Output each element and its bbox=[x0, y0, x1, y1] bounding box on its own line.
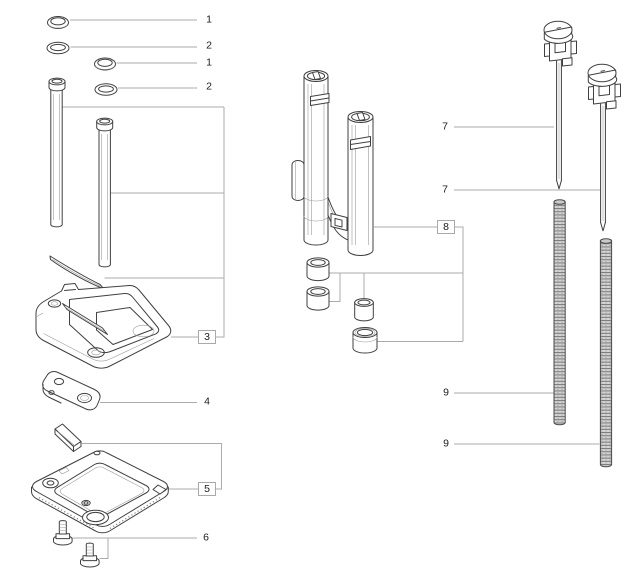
callout-label-1a: 1 bbox=[206, 13, 212, 26]
base-frame bbox=[31, 450, 169, 534]
column-guide-assembly bbox=[291, 70, 374, 256]
spring-blade bbox=[49, 255, 105, 290]
guide-rod-b bbox=[96, 117, 114, 268]
callout-label-7b: 7 bbox=[442, 183, 448, 196]
seal-ring-b bbox=[94, 83, 118, 96]
threaded-rod-b bbox=[599, 238, 613, 468]
callout-label-5: 5 bbox=[198, 482, 216, 496]
magnet-block bbox=[54, 423, 82, 452]
leader-bracket-3 bbox=[62, 106, 225, 338]
leader-lines bbox=[62, 19, 600, 559]
guide-rod-a bbox=[48, 77, 66, 228]
bushing-4 bbox=[352, 327, 378, 354]
base-casting bbox=[35, 283, 172, 369]
leader-bracket-8 bbox=[329, 226, 464, 342]
seal-ring-a bbox=[46, 41, 70, 55]
callout-label-9b: 9 bbox=[443, 437, 449, 450]
leader-bracket-5 bbox=[82, 443, 222, 490]
bushing-3 bbox=[354, 298, 374, 322]
callout-label-3: 3 bbox=[198, 330, 216, 344]
screw-a bbox=[53, 520, 73, 546]
bushing-2 bbox=[306, 286, 330, 311]
cap-nut-b bbox=[94, 57, 116, 71]
leader-bracket-6 bbox=[72, 537, 197, 559]
bushing-1 bbox=[306, 257, 330, 282]
callout-label-9a: 9 bbox=[443, 386, 449, 399]
callout-label-7a: 7 bbox=[442, 120, 448, 133]
callout-label-2b: 2 bbox=[206, 80, 212, 93]
threaded-rod-a bbox=[553, 199, 566, 426]
callout-label-4: 4 bbox=[204, 395, 210, 408]
cap-nut-a bbox=[47, 16, 69, 29]
callout-label-1b: 1 bbox=[206, 56, 212, 69]
locking-pin-a bbox=[543, 20, 577, 190]
callout-label-2a: 2 bbox=[206, 39, 212, 52]
latch-plate bbox=[42, 371, 101, 411]
callout-label-8: 8 bbox=[437, 220, 455, 234]
locking-pin-b bbox=[587, 63, 621, 232]
callout-label-6: 6 bbox=[203, 531, 209, 544]
screw-b bbox=[80, 542, 100, 568]
